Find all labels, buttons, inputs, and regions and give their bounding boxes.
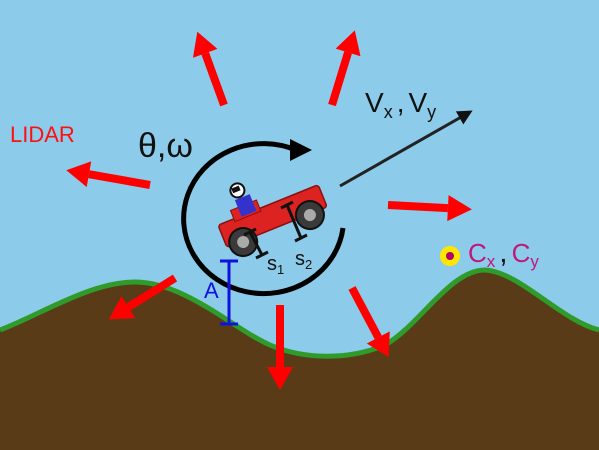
suspension-s2-marker bbox=[280, 200, 308, 243]
velocity-v-x: V bbox=[365, 87, 384, 118]
driver bbox=[234, 194, 257, 217]
s1-sub: 1 bbox=[277, 262, 284, 277]
s1-label: s1 bbox=[267, 253, 284, 277]
terrain-ground bbox=[0, 270, 599, 450]
height-label: A bbox=[204, 278, 219, 303]
rotation-arrow bbox=[181, 141, 346, 297]
checkpoint-sub-y: y bbox=[530, 252, 539, 271]
lidar-rays bbox=[66, 30, 472, 390]
s2-sub: 2 bbox=[305, 257, 312, 272]
lidar-label: LIDAR bbox=[10, 122, 75, 147]
velocity-sub-y: y bbox=[427, 102, 436, 122]
lidar-ray-up-right bbox=[328, 30, 361, 107]
s2-main: s bbox=[295, 248, 305, 270]
velocity-arrow bbox=[339, 110, 473, 188]
velocity-sep: , bbox=[397, 87, 405, 118]
rotation-arrowhead bbox=[290, 139, 312, 161]
rear-wheel-hub bbox=[237, 236, 250, 249]
velocity-v-y: V bbox=[408, 87, 427, 118]
checkpoint-label: Cx,Cy bbox=[468, 236, 539, 271]
s2-label: s2 bbox=[295, 248, 312, 272]
lidar-ray-left bbox=[66, 161, 151, 189]
driver-visor bbox=[231, 185, 241, 194]
checkpoint-sub-x: x bbox=[487, 252, 496, 271]
car bbox=[218, 182, 328, 258]
front-wheel-hub bbox=[303, 209, 316, 222]
velocity-label: Vx,Vy bbox=[365, 87, 436, 122]
checkpoint-c-x: C bbox=[468, 238, 487, 268]
lidar-ray-down bbox=[267, 305, 293, 390]
lidar-ray-down-left bbox=[108, 274, 178, 320]
lidar-ray-right bbox=[387, 195, 472, 222]
checkpoint-inner bbox=[446, 252, 454, 260]
lidar-ray-up-left bbox=[192, 31, 228, 107]
terrain-grass-line bbox=[0, 267, 599, 359]
velocity-sub-x: x bbox=[384, 102, 393, 122]
checkpoint-sep: , bbox=[499, 236, 507, 269]
suspension-s1-marker bbox=[243, 227, 269, 260]
s1-main: s bbox=[267, 253, 277, 275]
height-marker bbox=[220, 259, 238, 326]
checkpoint-c-y: C bbox=[512, 238, 531, 268]
theta-omega-label: θ,ω bbox=[138, 127, 193, 165]
lidar-ray-down-right bbox=[348, 286, 390, 357]
